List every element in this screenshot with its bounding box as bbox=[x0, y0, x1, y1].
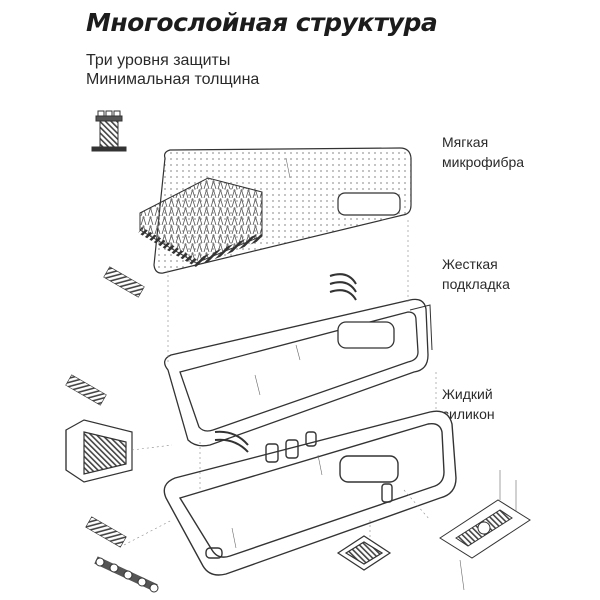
page-title: Многослойная структура bbox=[86, 8, 438, 37]
microfiber-layer bbox=[138, 147, 412, 274]
layer-label-microfiber-line1: Мягкая bbox=[442, 134, 489, 150]
guide-lines bbox=[123, 220, 437, 546]
layer-label-liquid-silicone: Жидкий силикон bbox=[442, 384, 495, 424]
layer-label-liquid-silicone-line2: силикон bbox=[442, 406, 495, 422]
layer-label-liquid-silicone-line1: Жидкий bbox=[442, 386, 493, 402]
castle-tower-icon bbox=[91, 110, 127, 152]
layer-label-hard-lining-line1: Жесткая bbox=[442, 256, 498, 272]
button-row-detail bbox=[94, 556, 159, 593]
subtitle-minimal-thickness: Минимальная толщина bbox=[86, 71, 260, 88]
layer-label-hard-lining: Жесткая подкладка bbox=[442, 254, 510, 294]
layer-label-microfiber-line2: микрофибра bbox=[442, 154, 525, 170]
hard-lining-layer bbox=[164, 273, 433, 453]
camera-window-detail bbox=[336, 535, 392, 571]
button-cross-section-detail bbox=[439, 470, 531, 591]
button-profile-detail bbox=[65, 419, 133, 483]
layer-label-hard-lining-line2: подкладка bbox=[442, 276, 510, 292]
dimension-tags bbox=[65, 266, 145, 548]
liquid-silicone-layer bbox=[163, 410, 457, 576]
subtitle-protection-levels: Три уровня защиты bbox=[86, 52, 231, 69]
layer-label-microfiber: Мягкая микрофибра bbox=[442, 132, 524, 172]
